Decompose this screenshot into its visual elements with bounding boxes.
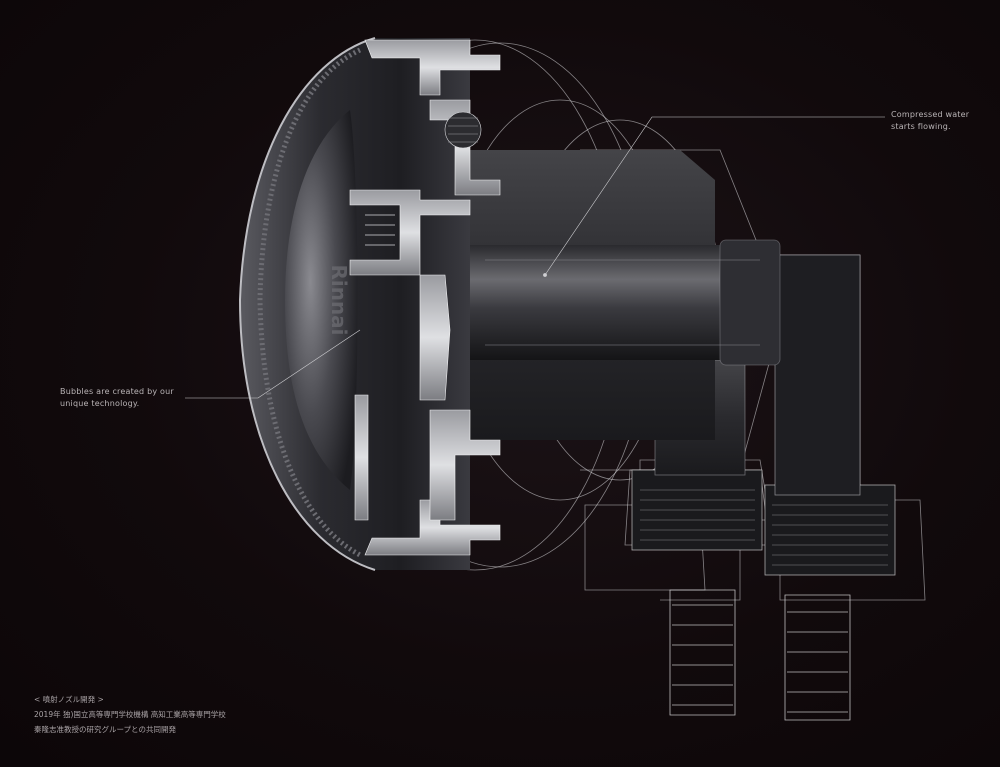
- coupling-right: [764, 484, 896, 576]
- credits-line1: 2019年 独)国立高等専門学校機構 高知工業高等専門学校: [34, 710, 226, 719]
- vertical-pipe-right: [774, 254, 861, 496]
- development-credits: < 噴射ノズル開発 > 2019年 独)国立高等専門学校機構 高知工業高等専門学…: [34, 692, 226, 737]
- hose-barb-left: [669, 589, 736, 716]
- outer-cap: Rinnai: [238, 37, 470, 571]
- callout-compressed-water: Compressed water starts flowing.: [891, 109, 969, 133]
- coupling-left: [631, 469, 763, 551]
- hose-barb-right: [784, 594, 851, 721]
- callout-bubbles-line2: unique technology.: [60, 399, 140, 408]
- callout-compressed-water-line1: Compressed water: [891, 110, 970, 119]
- inner-thread: [365, 214, 395, 246]
- credits-line2: 秦隆志准教授の研究グループとの共同開発: [34, 725, 176, 734]
- spring-seal: [444, 111, 482, 149]
- callout-bubbles-line1: Bubbles are created by our: [60, 387, 174, 396]
- engraved-logo: Rinnai: [327, 264, 351, 335]
- callout-compressed-water-line2: starts flowing.: [891, 122, 951, 131]
- callout-leaders: [185, 116, 885, 399]
- credits-title: < 噴射ノズル開発 >: [34, 695, 104, 704]
- callout-bubbles: Bubbles are created by our unique techno…: [60, 386, 174, 410]
